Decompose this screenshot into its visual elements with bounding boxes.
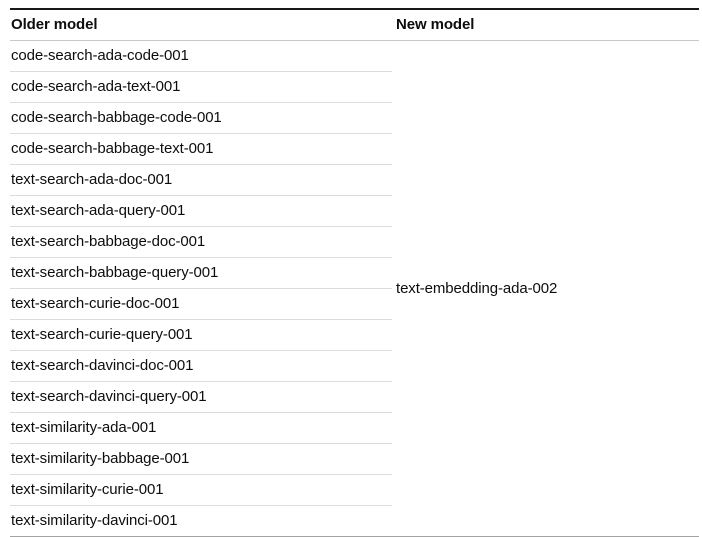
older-model-cell: text-similarity-ada-001: [10, 413, 392, 444]
table-row: code-search-ada-text-001: [10, 72, 699, 103]
header-row: Older model New model: [10, 10, 699, 41]
older-model-cell: text-search-davinci-query-001: [10, 382, 392, 413]
older-model-cell: text-similarity-babbage-001: [10, 444, 392, 475]
table-row: text-search-curie-query-001: [10, 320, 699, 351]
table-row: text-search-curie-doc-001: [10, 289, 699, 320]
older-model-cell: code-search-babbage-text-001: [10, 134, 392, 165]
older-model-cell: text-search-davinci-doc-001: [10, 351, 392, 382]
model-mapping-table: Older model New model code-search-ada-co…: [10, 8, 699, 537]
older-model-cell: text-similarity-davinci-001: [11, 512, 178, 529]
table-row: text-search-davinci-doc-001: [10, 351, 699, 382]
older-model-cell: text-search-ada-doc-001: [10, 165, 392, 196]
table-row: text-search-babbage-doc-001: [10, 227, 699, 258]
table-row: text-similarity-ada-001: [10, 413, 699, 444]
table-row: code-search-babbage-text-001: [10, 134, 699, 165]
table-body: code-search-ada-code-001 text-embedding-a…: [10, 41, 699, 536]
older-model-column-header: Older model: [10, 10, 392, 41]
older-model-cell: text-similarity-curie-001: [10, 475, 392, 506]
table-row: text-search-babbage-query-001: [10, 258, 699, 289]
older-model-cell: code-search-babbage-code-001: [10, 103, 392, 134]
older-model-cell: text-search-curie-doc-001: [10, 289, 392, 320]
table-row: text-similarity-babbage-001: [10, 444, 699, 475]
table-row: code-search-babbage-code-001: [10, 103, 699, 134]
table-row: code-search-ada-code-001 text-embedding-a…: [10, 41, 699, 297]
older-model-cell: text-search-babbage-query-001: [10, 258, 392, 289]
table-row: text-search-davinci-query-001: [10, 382, 699, 413]
older-model-cell: text-search-babbage-doc-001: [10, 227, 392, 258]
table-row: text-similarity-curie-001: [10, 475, 699, 506]
older-model-cell: text-search-curie-query-001: [10, 320, 392, 351]
table-row: text-search-ada-doc-001: [10, 165, 699, 196]
new-model-cell: text-embedding-ada-002: [396, 279, 558, 297]
new-model-column-header: New model: [392, 10, 699, 41]
older-model-cell: code-search-ada-code-001: [10, 41, 392, 72]
older-model-cell: code-search-ada-text-001: [10, 72, 392, 103]
table-row: text-search-ada-query-001: [10, 196, 699, 227]
table-header: Older model New model: [10, 10, 699, 41]
older-model-cell: text-search-ada-query-001: [10, 196, 392, 227]
